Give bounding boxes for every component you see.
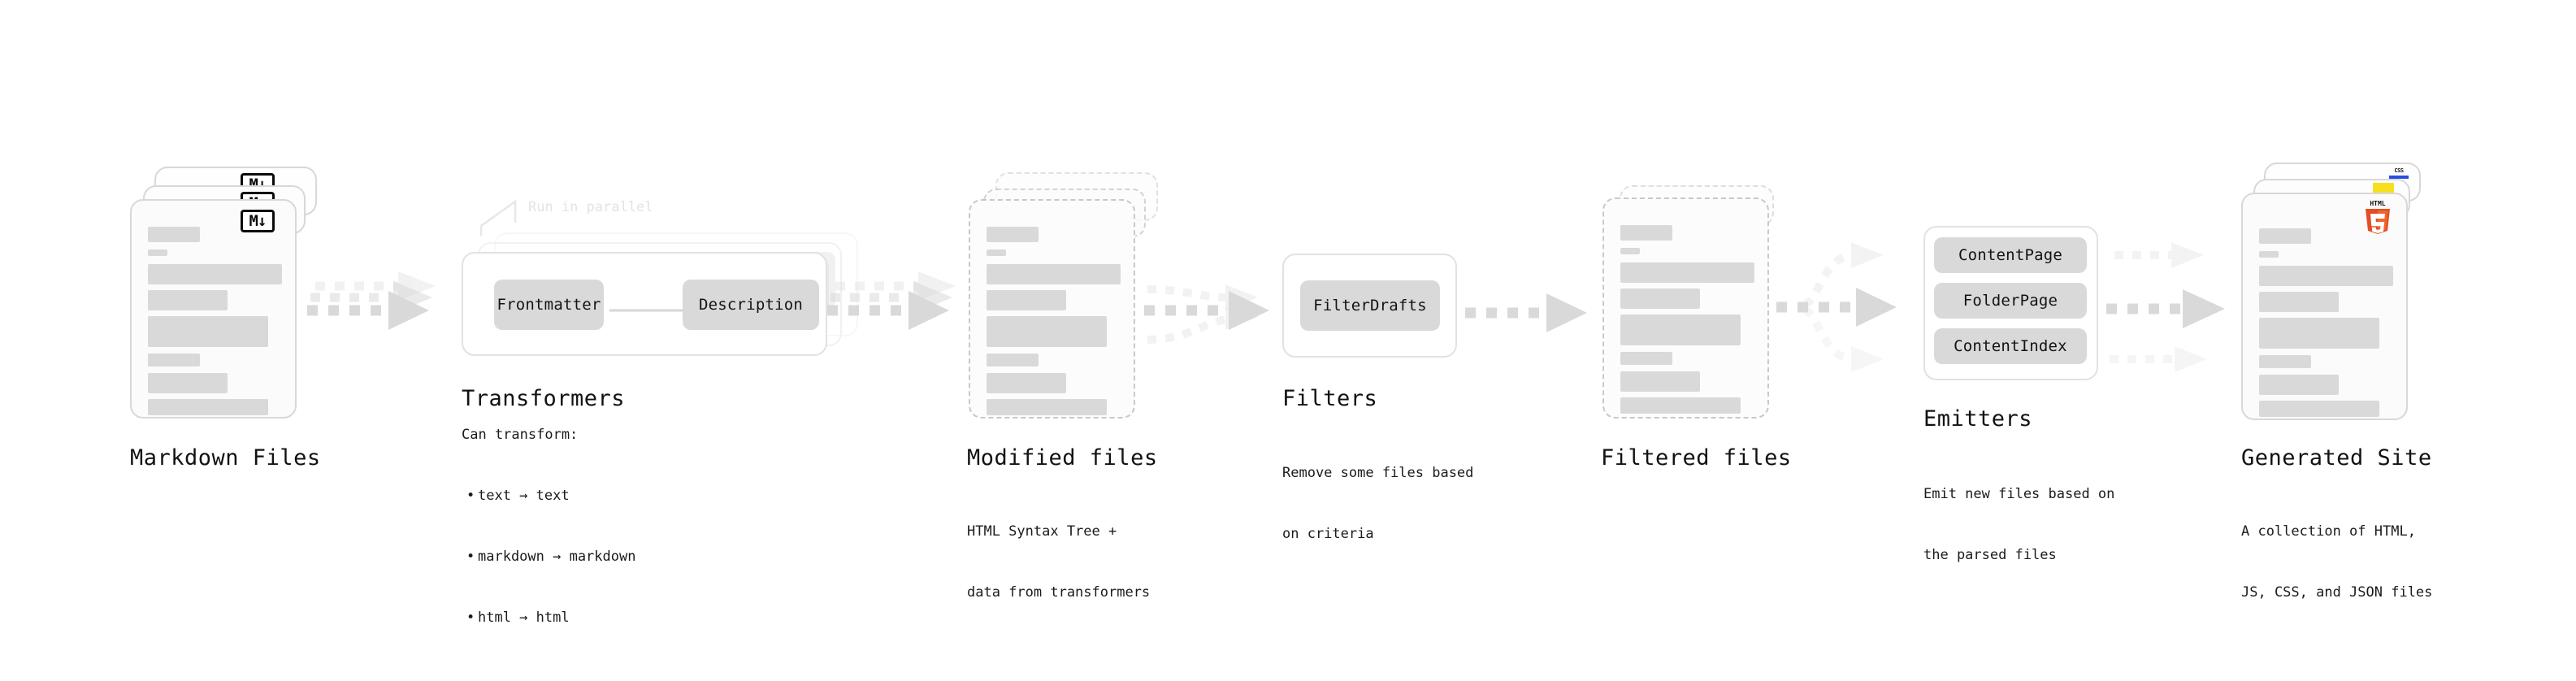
skeleton-line-4 xyxy=(2259,355,2311,368)
skeleton-line-1 xyxy=(148,264,282,284)
subtitle-line-2: on criteria xyxy=(1282,526,1374,542)
transformers-bullets: text → text markdown → markdown html → h… xyxy=(465,445,635,669)
site-card-front xyxy=(2241,193,2408,420)
bullet-markdown: markdown → markdown xyxy=(465,547,635,567)
skeleton-line-6 xyxy=(2259,401,2379,417)
stage-title-markdown-files: Markdown Files xyxy=(130,445,321,471)
stage-title-filters: Filters xyxy=(1282,386,1378,411)
arrow-modified-to-filters xyxy=(1144,268,1287,358)
skeleton-line-1 xyxy=(2259,266,2393,286)
subtitle-line-1: Emit new files based on xyxy=(1923,486,2115,502)
subtitle-line-1: Remove some files based xyxy=(1282,465,1474,481)
modified-card-front xyxy=(969,199,1135,419)
skeleton-title-bar xyxy=(148,227,200,242)
pill-frontmatter[interactable]: Frontmatter xyxy=(494,280,604,330)
md-badge-front: M↓ xyxy=(241,210,275,232)
bullet-html: html → html xyxy=(465,608,635,628)
transformers-intro: Can transform: xyxy=(462,427,579,443)
subtitle-line-2: data from transformers xyxy=(967,584,1151,601)
pill-folder-page[interactable]: FolderPage xyxy=(1934,283,2087,319)
skeleton-title-bar xyxy=(2259,228,2311,244)
css-icon-label: CSS xyxy=(2394,167,2404,174)
css-icon-bar xyxy=(2389,176,2409,179)
arrow-filtered-to-emitters xyxy=(1776,226,1936,388)
skeleton-line-6 xyxy=(1620,397,1741,414)
pill-content-page[interactable]: ContentPage xyxy=(1934,237,2087,273)
stage-title-filtered-files: Filtered files xyxy=(1601,445,1792,471)
parallel-bracket xyxy=(479,195,553,237)
skeleton-line-6 xyxy=(987,399,1107,415)
arrow-filters-to-filtered xyxy=(1465,288,1595,337)
filters-subtitle: Remove some files based on criteria xyxy=(1282,423,1473,585)
skeleton-line-3 xyxy=(1620,314,1741,345)
skeleton-title-bar xyxy=(1620,225,1672,241)
skeleton-line-5 xyxy=(2259,375,2339,395)
svg-text:HTML: HTML xyxy=(2370,200,2385,207)
parallel-label: Run in parallel xyxy=(528,199,653,215)
skeleton-sub-bar xyxy=(987,249,1006,256)
markdown-card-front xyxy=(130,199,297,419)
arrow-emitters-to-site xyxy=(2106,231,2266,385)
stage-title-transformers: Transformers xyxy=(462,386,626,411)
skeleton-line-1 xyxy=(1620,262,1754,283)
skeleton-line-5 xyxy=(987,373,1066,393)
skeleton-line-5 xyxy=(1620,371,1700,392)
subtitle-line-2: JS, CSS, and JSON files xyxy=(2241,584,2433,601)
skeleton-line-3 xyxy=(2259,318,2379,349)
pill-description[interactable]: Description xyxy=(683,280,819,330)
skeleton-line-2 xyxy=(2259,292,2339,312)
skeleton-line-6 xyxy=(148,399,268,415)
subtitle-line-1: A collection of HTML, xyxy=(2241,523,2416,540)
pill-content-index[interactable]: ContentIndex xyxy=(1934,328,2087,364)
skeleton-line-2 xyxy=(1620,288,1700,309)
modified-files-subtitle: HTML Syntax Tree + data from transformer… xyxy=(967,481,1150,644)
skeleton-line-4 xyxy=(148,354,200,367)
skeleton-sub-bar xyxy=(2259,251,2279,258)
css-icon: CSS xyxy=(2389,167,2409,179)
subtitle-line-2: the parsed files xyxy=(1923,547,2057,563)
arrow-transformers-to-modified xyxy=(827,267,964,348)
emitters-subtitle: Emit new files based on the parsed files xyxy=(1923,444,2114,606)
html5-icon: HTML xyxy=(2363,198,2392,237)
skeleton-line-4 xyxy=(987,354,1039,367)
skeleton-line-2 xyxy=(148,290,228,310)
skeleton-line-5 xyxy=(148,373,228,393)
skeleton-line-3 xyxy=(987,316,1107,347)
bullet-text: text → text xyxy=(465,486,635,506)
subtitle-line-1: HTML Syntax Tree + xyxy=(967,523,1117,540)
skeleton-sub-bar xyxy=(1620,248,1640,254)
stage-title-modified-files: Modified files xyxy=(967,445,1158,471)
skeleton-line-2 xyxy=(987,290,1066,310)
arrow-markdown-to-transformers xyxy=(307,267,444,348)
skeleton-sub-bar xyxy=(148,249,167,256)
stage-title-emitters: Emitters xyxy=(1923,406,2033,432)
skeleton-line-3 xyxy=(148,316,268,347)
skeleton-line-1 xyxy=(987,264,1121,284)
pill-filter-drafts[interactable]: FilterDrafts xyxy=(1300,280,1440,331)
stage-title-generated-site: Generated Site xyxy=(2241,445,2432,471)
skeleton-title-bar xyxy=(987,227,1039,242)
skeleton-line-4 xyxy=(1620,352,1672,365)
filtered-card-front xyxy=(1602,197,1769,419)
generated-site-subtitle: A collection of HTML, JS, CSS, and JSON … xyxy=(2241,481,2432,644)
